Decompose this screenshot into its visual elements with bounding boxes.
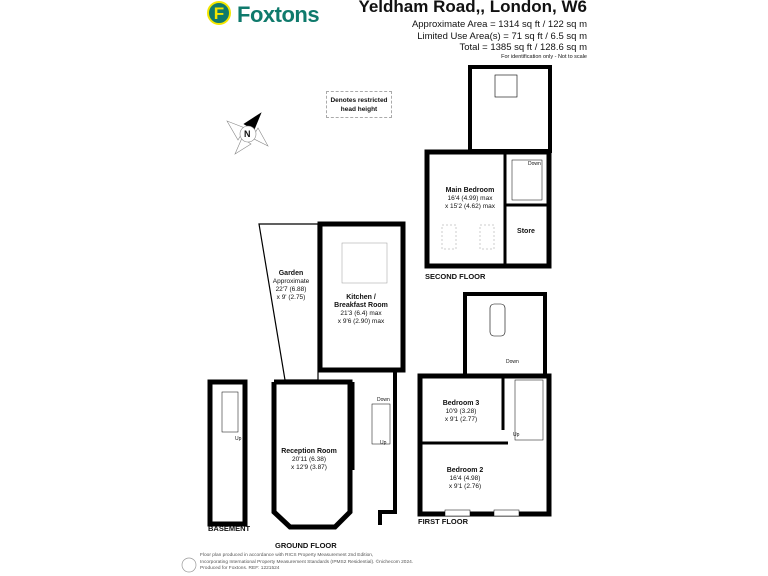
room-name: Breakfast Room xyxy=(334,302,388,309)
room-dim: 21'3 (6.4) max xyxy=(340,310,382,317)
bedroom2-label: Bedroom 2 16'4 (4.98) x 9'1 (2.76) xyxy=(447,467,484,491)
first-stairs-down: Down xyxy=(506,359,519,365)
room-dim: x 9'1 (2.77) xyxy=(444,416,478,423)
footer-line: Incorporating International Property Mea… xyxy=(200,559,414,565)
basement-stairs-up: Up xyxy=(235,436,242,442)
room-name: Garden xyxy=(278,270,304,277)
ground-floor-plan xyxy=(258,221,406,530)
basement-label: BASEMENT xyxy=(208,524,251,533)
first-stairs-up: Up xyxy=(513,432,520,438)
property-title: Yeldham Road,, London, W6 xyxy=(358,0,587,16)
footer-disclaimer: Floor plan produced in accordance with R… xyxy=(200,553,413,573)
basement-plan xyxy=(207,379,248,527)
scale-note: For identification only - Not to scale xyxy=(501,54,587,60)
room-name: Bedroom 3 xyxy=(442,400,480,407)
store-label: Store xyxy=(517,228,535,236)
info-icon xyxy=(181,557,197,573)
kitchen-label: Kitchen / Breakfast Room 21'3 (6.4) max … xyxy=(334,294,388,326)
compass-north-label: N xyxy=(244,129,251,139)
room-dim: x 9' (2.75) xyxy=(276,294,306,301)
main-bedroom-label: Main Bedroom 16'4 (4.99) max x 15'2 (4.6… xyxy=(445,187,495,211)
room-dim: Approximate xyxy=(272,278,310,285)
total-area: Total = 1385 sq ft / 128.6 sq m xyxy=(459,42,587,53)
second-floor-plan xyxy=(424,65,552,269)
garden-label: Garden Approximate 22'7 (6.88) x 9' (2.7… xyxy=(273,270,310,302)
approx-area: Approximate Area = 1314 sq ft / 122 sq m xyxy=(411,19,587,30)
room-dim: 16'4 (4.99) max xyxy=(447,195,493,202)
bedroom3-label: Bedroom 3 10'9 (3.28) x 9'1 (2.77) xyxy=(443,400,480,424)
ground-stairs-down: Down xyxy=(377,397,390,403)
ground-stairs-up: Up xyxy=(380,440,387,446)
first-floor-label: FIRST FLOOR xyxy=(418,517,468,526)
first-floor-plan xyxy=(417,292,552,517)
restricted-legend: Denotes restricted head height xyxy=(326,91,392,118)
room-dim: 16'4 (4.98) xyxy=(449,475,481,482)
reception-label: Reception Room 20'11 (6.38) x 12'9 (3.87… xyxy=(281,448,337,472)
brand-name: Foxtons xyxy=(237,2,320,27)
room-dim: x 12'9 (3.87) xyxy=(291,464,327,471)
footer-line: Floor plan produced in accordance with R… xyxy=(200,553,374,558)
ground-floor-label: GROUND FLOOR xyxy=(275,541,337,550)
room-name: Bedroom 2 xyxy=(446,467,484,474)
room-dim: 22'7 (6.88) xyxy=(275,286,307,293)
compass-icon xyxy=(226,112,269,155)
footer-line: Produced for Foxtons. REF: 1221524 xyxy=(200,566,280,571)
room-name: Kitchen / xyxy=(346,294,376,301)
limited-area: Limited Use Area(s) = 71 sq ft / 6.5 sq … xyxy=(417,31,587,42)
foxtons-logo-icon: F xyxy=(207,1,231,25)
room-dim: x 9'1 (2.76) xyxy=(448,483,482,490)
room-name: Main Bedroom xyxy=(445,187,495,194)
second-floor-label: SECOND FLOOR xyxy=(425,272,486,281)
room-name: Store xyxy=(517,228,535,235)
room-dim: 20'11 (6.38) xyxy=(291,456,326,463)
second-stairs-down: Down xyxy=(528,161,541,167)
room-dim: x 9'6 (2.90) max xyxy=(337,318,385,325)
room-dim: x 15'2 (4.62) max xyxy=(444,203,496,210)
room-dim: 10'9 (3.28) xyxy=(445,408,477,415)
room-name: Reception Room xyxy=(281,448,337,455)
